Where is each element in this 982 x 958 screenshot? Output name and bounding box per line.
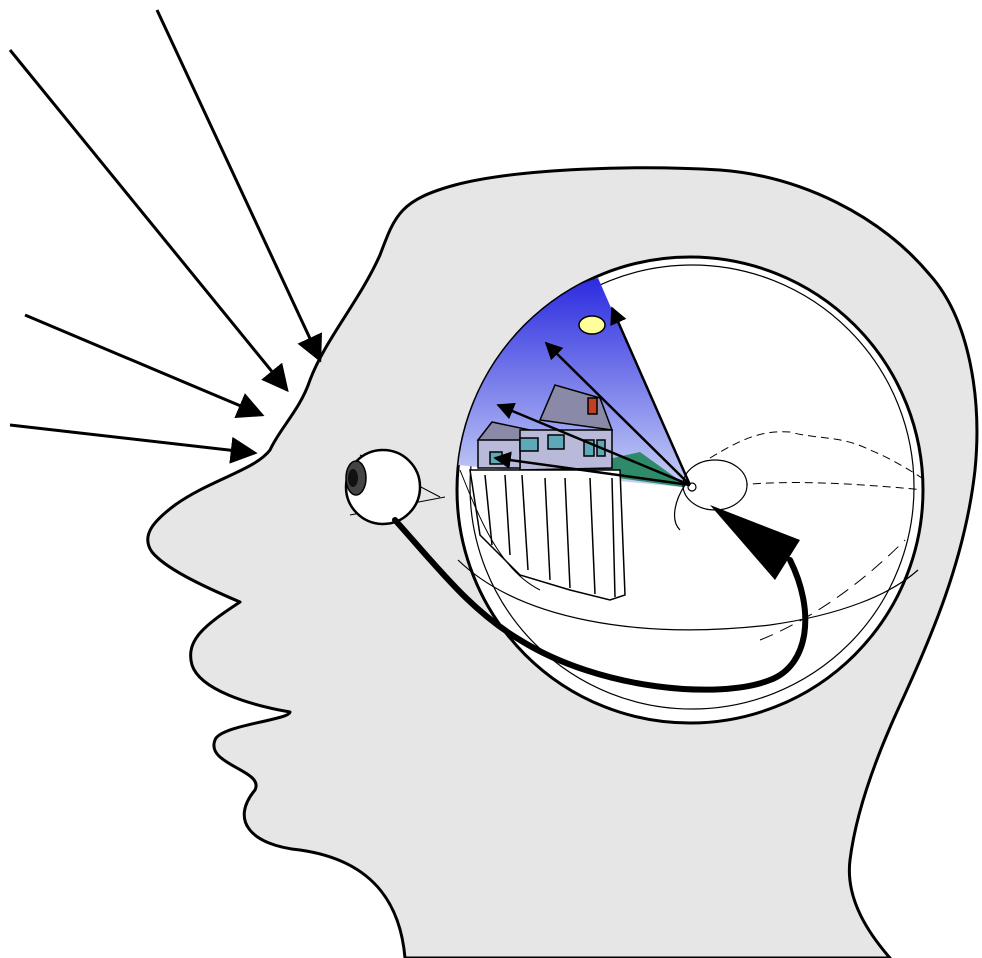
sun-icon	[579, 316, 605, 334]
incoming-rays	[10, 10, 320, 453]
incoming-ray	[10, 50, 287, 390]
incoming-ray	[25, 315, 262, 415]
incoming-ray	[157, 10, 320, 360]
incoming-ray	[10, 425, 255, 453]
